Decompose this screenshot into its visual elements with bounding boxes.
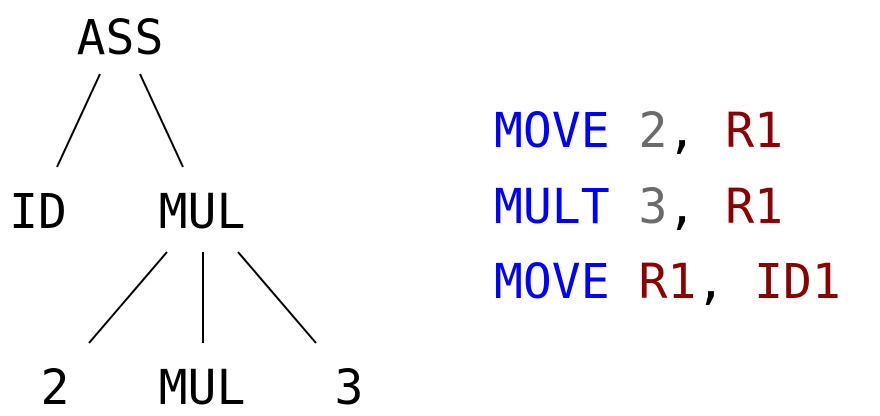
edge-mid-leaf-left [88,251,168,344]
code-register: R1 [638,254,697,310]
code-comma: , [696,254,726,310]
tree-node-leaf-mid: MUL [158,360,246,416]
code-opcode: MOVE [494,254,610,310]
code-line-1: MOVE 2, R1 [494,107,783,155]
code-register: R1 [725,103,784,159]
tree-node-leaf-right: 3 [334,360,364,416]
edge-root-mid [139,73,184,168]
code-operand: 3 [638,179,668,235]
code-line-3: MOVE R1, ID1 [494,258,841,306]
code-register: ID1 [754,254,841,310]
code-line-2: MULT 3, R1 [494,183,783,231]
code-opcode: MULT [494,179,610,235]
tree-node-mid: MUL [158,184,246,240]
code-operand: 2 [638,103,668,159]
code-comma: , [667,179,697,235]
tree-node-leaf-left: 2 [40,360,70,416]
tree-node-root: ASS [76,10,164,66]
code-register: R1 [725,179,784,235]
code-opcode: MOVE [494,103,610,159]
edge-root-left [56,73,101,168]
tree-node-left: ID [9,184,67,240]
edge-mid-leaf-right [237,251,317,344]
code-comma: , [667,103,697,159]
